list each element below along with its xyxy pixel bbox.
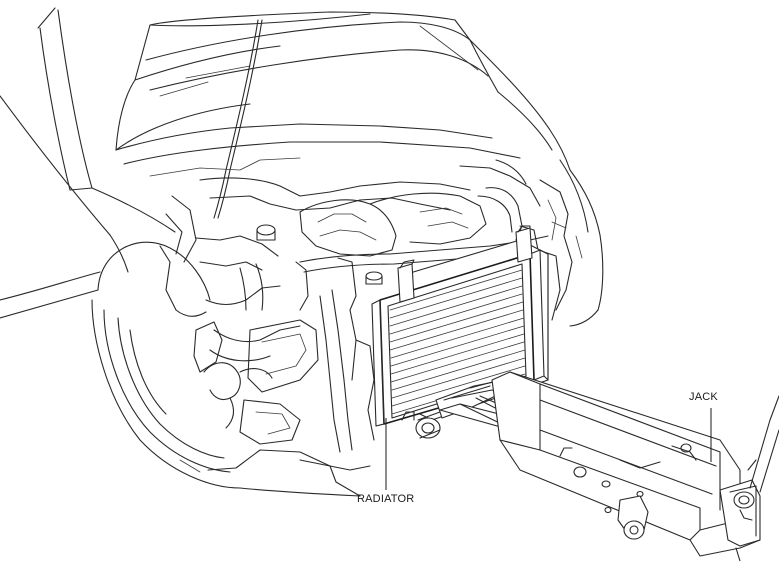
radiator-label: RADIATOR [357,493,415,505]
radiator-fins [389,269,526,415]
car-body [0,7,604,497]
callout-leaders [385,408,712,490]
jack-label: JACK [689,391,718,403]
floor-jack [415,371,779,561]
